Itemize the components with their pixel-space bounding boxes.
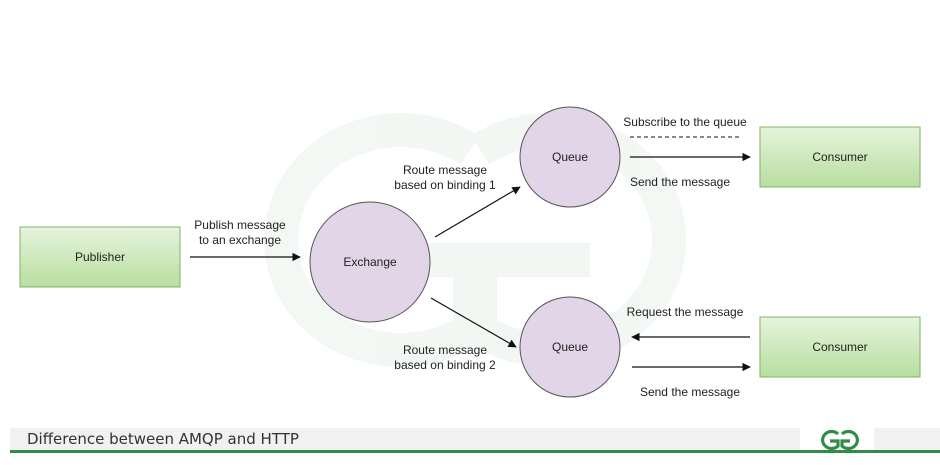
footer-accent-line (10, 450, 940, 453)
queue-bottom-label: Queue (552, 340, 588, 354)
subscribe-label: Subscribe to the queue (623, 115, 747, 129)
consumer-bottom-label: Consumer (812, 340, 867, 354)
footer-band-right (874, 428, 940, 450)
route1-arrow (434, 186, 521, 238)
route2-arrow (430, 297, 517, 348)
geeksforgeeks-logo-icon (821, 429, 859, 451)
route1-label-line1: Route message (403, 163, 487, 177)
exchange-node: Exchange (309, 201, 431, 323)
queue-top-label: Queue (552, 150, 588, 164)
publisher-box: Publisher (19, 226, 181, 288)
consumer-top-label: Consumer (812, 150, 867, 164)
route2-label-line2: based on binding 2 (394, 358, 496, 372)
publish-label-line1: Publish message (194, 218, 286, 232)
route2-label-line1: Route message (403, 343, 487, 357)
exchange-label: Exchange (343, 255, 397, 269)
route1-label-line2: based on binding 1 (394, 178, 496, 192)
send-bottom-label: Send the message (640, 385, 740, 399)
footer-bar: Difference between AMQP and HTTP (0, 424, 940, 454)
consumer-bottom-box: Consumer (759, 316, 921, 378)
send-top-label: Send the message (630, 175, 730, 189)
queue-bottom-node: Queue (519, 296, 621, 398)
footer-title: Difference between AMQP and HTTP (27, 430, 299, 448)
publisher-label: Publisher (75, 250, 125, 264)
request-label: Request the message (627, 305, 744, 319)
queue-top-node: Queue (519, 106, 621, 208)
publish-label-line2: to an exchange (199, 233, 281, 247)
consumer-top-box: Consumer (759, 126, 921, 188)
footer-band (10, 428, 800, 450)
